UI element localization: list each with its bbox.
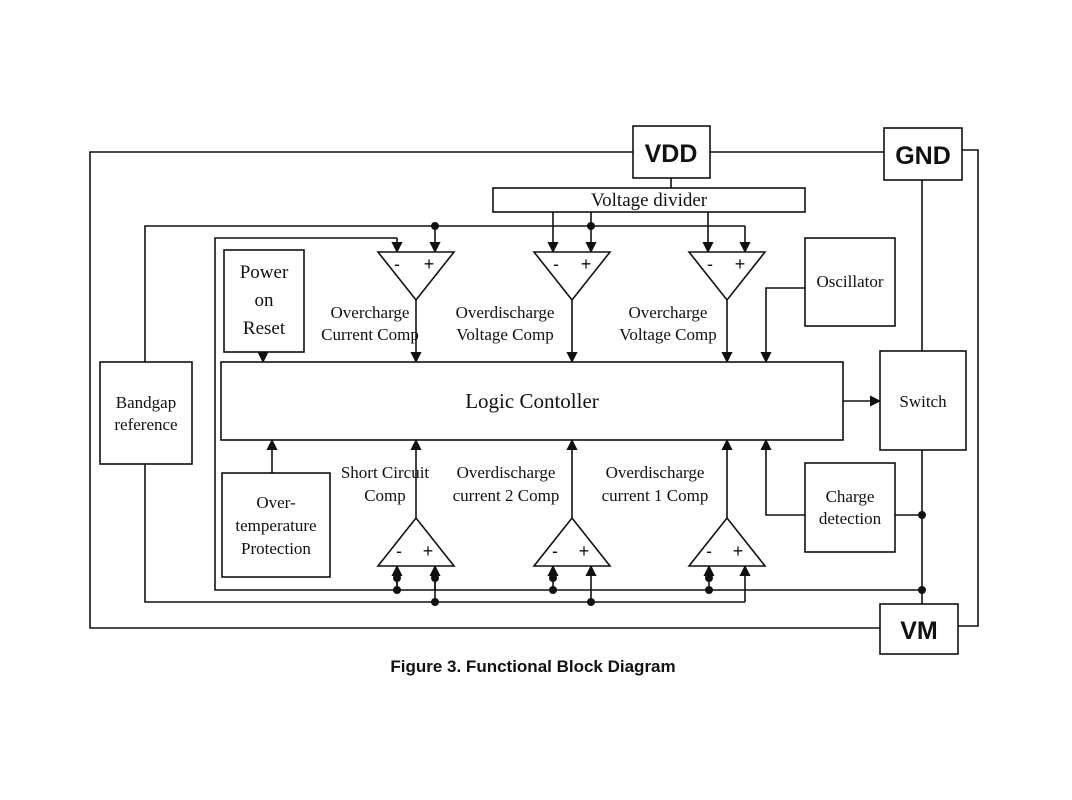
overcharge-current-label: Overcharge Current Comp <box>321 303 419 344</box>
plus-sign: + <box>423 541 434 561</box>
gnd-pin: GND <box>883 127 963 181</box>
over-temp-line-3: Protection <box>241 539 311 558</box>
overdischarge-current-2-line-2: current 2 Comp <box>453 486 560 505</box>
power-on-reset-line-3: Reset <box>243 318 286 339</box>
short-circuit-comparator: - + <box>376 516 456 567</box>
plus-sign: + <box>424 254 435 274</box>
overdischarge-current-1-label: Overdischarge current 1 Comp <box>602 463 709 505</box>
charge-detection-block: Charge detection <box>804 462 896 553</box>
overcharge-voltage-comparator: - + <box>687 251 767 302</box>
overdischarge-voltage-line-2: Voltage Comp <box>456 325 553 344</box>
oscillator-block: Oscillator <box>804 237 896 327</box>
overdischarge-voltage-comparator: - + <box>532 251 612 302</box>
minus-sign: - <box>706 541 712 561</box>
minus-sign: - <box>394 254 400 274</box>
overdischarge-current-2-comparator: - + <box>532 516 612 567</box>
bandgap-reference-block: Bandgap reference <box>99 361 193 465</box>
overcharge-current-line-1: Overcharge <box>331 303 410 322</box>
switch-label: Switch <box>899 392 947 411</box>
short-circuit-line-1: Short Circuit <box>341 463 430 482</box>
logic-controller-block: Logic Contoller <box>220 361 844 441</box>
overdischarge-voltage-label: Overdischarge Voltage Comp <box>456 303 555 344</box>
overdischarge-current-2-label: Overdischarge current 2 Comp <box>453 463 560 505</box>
voltage-divider-label: Voltage divider <box>591 190 708 211</box>
vm-pin: VM <box>879 603 959 655</box>
wiring <box>89 149 979 629</box>
overdischarge-current-1-line-2: current 1 Comp <box>602 486 709 505</box>
overcharge-current-line-2: Current Comp <box>321 325 419 344</box>
figure-caption: Figure 3. Functional Block Diagram <box>390 657 675 676</box>
voltage-divider-block: Voltage divider <box>492 187 806 213</box>
logic-controller-label: Logic Contoller <box>465 389 599 413</box>
short-circuit-line-2: Comp <box>364 486 406 505</box>
minus-sign: - <box>553 254 559 274</box>
minus-sign: - <box>396 541 402 561</box>
power-on-reset-block: Power on Reset <box>223 249 305 353</box>
overdischarge-voltage-line-1: Overdischarge <box>456 303 555 322</box>
overdischarge-current-1-line-1: Overdischarge <box>606 463 705 482</box>
power-on-reset-line-1: Power <box>240 262 289 283</box>
bandgap-label-line-1: Bandgap <box>116 393 176 412</box>
minus-sign: - <box>707 254 713 274</box>
gnd-pin-label: GND <box>895 142 951 170</box>
overcharge-voltage-line-1: Overcharge <box>629 303 708 322</box>
over-temperature-protection-block: Over- temperature Protection <box>221 472 331 578</box>
vdd-pin-label: VDD <box>645 140 698 168</box>
plus-sign: + <box>579 541 590 561</box>
switch-block: Switch <box>879 350 967 451</box>
plus-sign: + <box>735 254 746 274</box>
minus-sign: - <box>552 541 558 561</box>
bandgap-label-line-2: reference <box>114 415 177 434</box>
overcharge-current-comparator: - + <box>376 251 456 302</box>
vm-pin-label: VM <box>900 617 938 645</box>
over-temp-line-1: Over- <box>256 493 296 512</box>
plus-sign: + <box>581 254 592 274</box>
overcharge-voltage-label: Overcharge Voltage Comp <box>619 303 716 344</box>
overcharge-voltage-line-2: Voltage Comp <box>619 325 716 344</box>
overdischarge-current-1-comparator: - + <box>687 516 767 567</box>
over-temp-line-2: temperature <box>235 516 316 535</box>
oscillator-label: Oscillator <box>816 272 883 291</box>
charge-detection-line-1: Charge <box>826 487 875 506</box>
power-on-reset-line-2: on <box>255 290 275 311</box>
overdischarge-current-2-line-1: Overdischarge <box>457 463 556 482</box>
charge-detection-line-2: detection <box>819 509 882 528</box>
plus-sign: + <box>733 541 744 561</box>
short-circuit-label: Short Circuit Comp <box>341 463 430 505</box>
vdd-pin: VDD <box>632 125 711 179</box>
